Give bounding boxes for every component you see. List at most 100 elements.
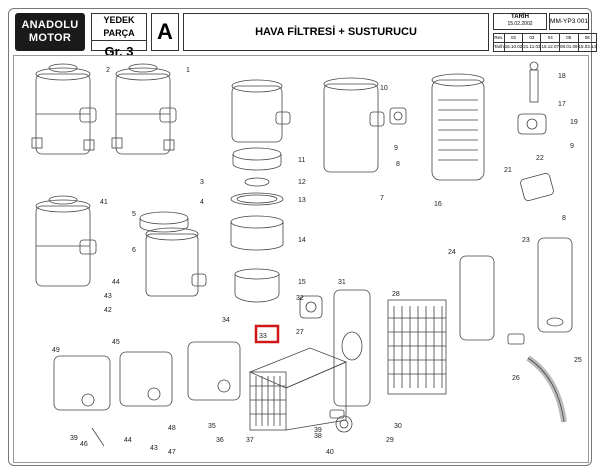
rev-number: 06: [577, 33, 598, 43]
parts-sheet: ANADOLU MOTOR YEDEK PARÇA Gr. 3 A HAVA F…: [8, 8, 598, 466]
callout: 42: [104, 307, 112, 314]
date-label: TARİH: [511, 14, 529, 20]
callout: 32: [296, 295, 304, 302]
callout: 8: [396, 161, 400, 168]
callout: 31: [338, 279, 346, 286]
callout: 44: [124, 437, 132, 444]
callout: 25: [574, 357, 582, 364]
ring-11: [232, 147, 282, 171]
callout: 36: [216, 437, 224, 444]
bracket-17: [517, 113, 547, 135]
box-34: [187, 341, 241, 401]
callout: 46: [80, 441, 88, 448]
date-box: TARİH 15.02.2002: [493, 13, 547, 30]
callout: 28: [392, 291, 400, 298]
header: ANADOLU MOTOR YEDEK PARÇA Gr. 3 A HAVA F…: [13, 13, 598, 59]
bracket-21: [520, 172, 554, 202]
rev-date-label: Tarih: [493, 42, 505, 52]
callout: 29: [386, 437, 394, 444]
air-filter-housing-1: [111, 63, 177, 155]
rev-date: 16.10.02: [503, 42, 524, 52]
callout: 2: [106, 67, 110, 74]
clamp-38: [329, 409, 345, 419]
callout: 10: [380, 85, 388, 92]
callout: 45: [112, 339, 120, 346]
cover-5: [139, 211, 189, 233]
callout: 34: [222, 317, 230, 324]
rev-date: 15.03.14: [577, 42, 598, 52]
logo-line2: MOTOR: [28, 32, 72, 44]
diagram-svg: 2 1 3 4 5 6 7 8 8 9 9 10 11 12 13 14 15 …: [31, 61, 582, 456]
spare-parts-label: YEDEK PARÇA: [92, 14, 146, 41]
callout: 22: [536, 155, 544, 162]
callout: 38: [314, 433, 322, 440]
silencer-31: [333, 289, 371, 407]
rev-number: 02: [503, 33, 524, 43]
rev-number: 03: [522, 33, 542, 43]
callout: 7: [380, 195, 384, 202]
callout: 35: [208, 423, 216, 430]
housing-center: [231, 79, 291, 143]
air-filter-housing-41: [35, 195, 97, 287]
rev-date: 21.11.03: [522, 42, 542, 52]
callout: 6: [132, 247, 136, 254]
filter-16: [431, 73, 485, 181]
callout: 3: [200, 179, 204, 186]
callout: 4: [200, 199, 204, 206]
rev-number: 04: [540, 33, 561, 43]
brand-logo: ANADOLU MOTOR: [15, 13, 85, 51]
silencer-24: [459, 255, 495, 341]
callout: 15: [298, 279, 306, 286]
core-28: [387, 299, 447, 395]
clamp-40: [335, 415, 353, 433]
callout: 18: [558, 73, 566, 80]
housing-7: [323, 77, 385, 173]
callout: 5: [132, 211, 136, 218]
seal-13: [230, 192, 284, 206]
clamp-26: [507, 333, 525, 345]
callout: 37: [246, 437, 254, 444]
callout: 27: [296, 329, 304, 336]
rev-date: 15.12.07: [540, 42, 561, 52]
pipe-25: [526, 355, 567, 423]
document-code: MM-YP3 001: [549, 13, 589, 30]
callout: 16: [434, 201, 442, 208]
callout: 43: [104, 293, 112, 300]
highlight-box-33: [254, 324, 280, 344]
gasket-32: [299, 295, 323, 319]
callout: 44: [112, 279, 120, 286]
callout: 30: [394, 423, 402, 430]
logo-line1: ANADOLU: [21, 19, 79, 31]
callout: 12: [298, 179, 306, 186]
callout: 21: [504, 167, 512, 174]
callout: 40: [326, 449, 334, 456]
callout: 19: [570, 119, 578, 126]
callout: 1: [186, 67, 190, 74]
bowl-15: [234, 268, 280, 303]
callout: 47: [168, 449, 176, 456]
gasket-10: [389, 107, 407, 125]
callout: 17: [558, 101, 566, 108]
air-filter-housing-2: [31, 63, 97, 155]
callout-labels: 2 1 3 4 5 6 7 8 8 9 9 10 11 12 13 14 15 …: [52, 67, 582, 456]
callout: 8: [562, 215, 566, 222]
date-value: 15.02.2002: [507, 21, 533, 27]
callout: 23: [522, 237, 530, 244]
callout: 26: [512, 375, 520, 382]
element-14: [230, 215, 284, 251]
seal-12: [244, 177, 270, 187]
callout: 13: [298, 197, 306, 204]
callout: 49: [52, 347, 60, 354]
sensor-18: [529, 61, 539, 103]
revision-table: Rev. 02 03 04 05 06 Tarih 16.10.02 21.11…: [493, 33, 598, 52]
callout: 11: [298, 157, 305, 164]
clamp-46: [91, 427, 105, 447]
callout: 39: [314, 427, 322, 434]
section-letter: A: [151, 13, 179, 51]
callout: 43: [150, 445, 158, 452]
callout: 48: [168, 425, 176, 432]
silencer-23: [537, 237, 573, 333]
rev-number: 05: [559, 33, 579, 43]
callout: 24: [448, 249, 456, 256]
body-6: [145, 227, 207, 297]
